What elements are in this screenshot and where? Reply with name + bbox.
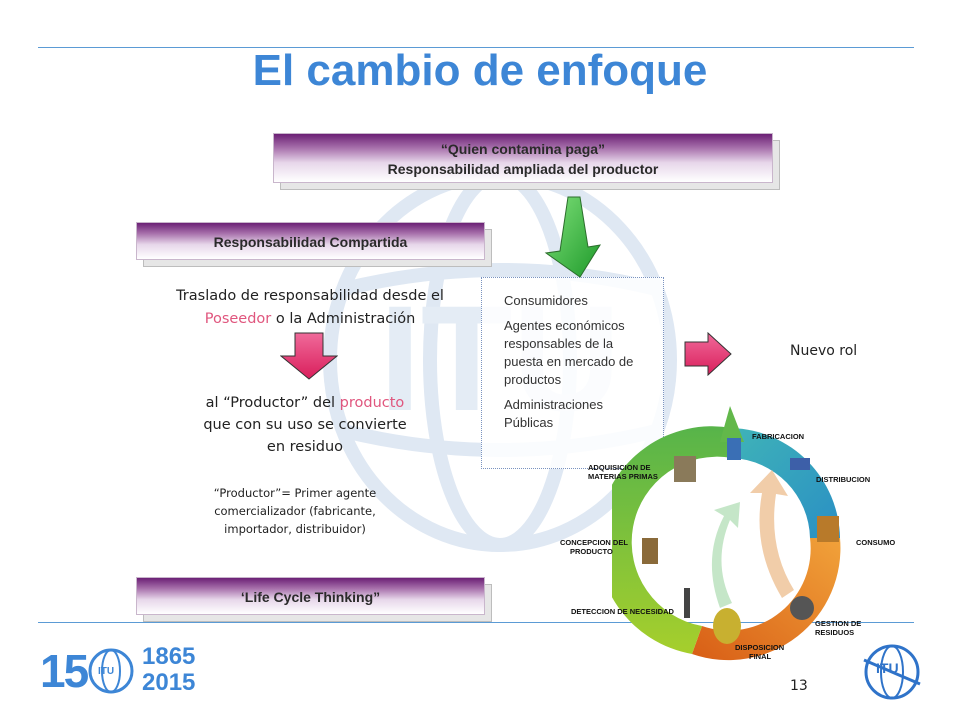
label-gestion-residuos: GESTION DE RESIDUOS — [815, 619, 861, 637]
right-arrow-pink — [684, 332, 732, 376]
top-rule — [38, 47, 914, 48]
label-disposicion-final: DISPOSICION FINAL — [735, 643, 784, 661]
itu-corner-text: ITU — [876, 660, 899, 676]
year-2015: 2015 — [142, 669, 196, 696]
transfer-line2-rest: o la Administración — [271, 311, 416, 327]
poseedor-word: Poseedor — [204, 311, 272, 327]
transfer-text: Traslado de responsabilidad desde el Pos… — [150, 285, 470, 331]
banner-life-cycle-label: ‘Life Cycle Thinking” — [240, 589, 381, 605]
label-gestion-line2: RESIDUOS — [815, 628, 855, 637]
actor-consumers: Consumidores — [504, 293, 588, 308]
new-role-label: Nuevo rol — [790, 343, 858, 359]
bottom-rule — [38, 622, 914, 623]
banner-polluter-pays-line1: “Quien contamina paga” — [440, 141, 606, 157]
label-gestion-line1: GESTION DE — [815, 619, 862, 628]
label-disposicion-line2: FINAL — [749, 652, 772, 661]
definition-line3: importador, distribuidor) — [224, 522, 366, 536]
transfer-line1: Traslado de responsabilidad desde el — [176, 288, 444, 304]
label-concepcion: CONCEPCION DEL PRODUCTO — [560, 538, 628, 556]
banner-life-cycle: ‘Life Cycle Thinking” — [136, 577, 492, 622]
actor-economic-agents: Agentes económicos responsables de la pu… — [504, 318, 634, 387]
producer-line2: que con su uso se convierte — [203, 417, 407, 433]
itu-globe-icon — [88, 648, 134, 694]
producer-text: al “Productor” del producto que con su u… — [160, 392, 450, 458]
label-disposicion-line1: DISPOSICION — [735, 643, 785, 652]
definition-line1: “Productor”= Primer agente — [213, 486, 377, 500]
producer-line1: al “Productor” del producto — [160, 392, 450, 414]
label-concepcion-line2: PRODUCTO — [570, 547, 613, 556]
label-concepcion-line1: CONCEPCION DEL — [560, 538, 628, 547]
label-fabricacion: FABRICACION — [752, 432, 805, 441]
label-deteccion: DETECCION DE NECESIDAD — [571, 607, 674, 616]
producer-definition: “Productor”= Primer agente comercializad… — [170, 484, 420, 538]
label-distribucion: DISTRIBUCION — [816, 475, 871, 484]
anniversary-number: 15 — [40, 645, 89, 697]
label-adquisicion-line2: MATERIAS PRIMAS — [588, 472, 658, 481]
itu-corner-logo — [863, 644, 921, 700]
slide-title: El cambio de enfoque — [252, 46, 708, 95]
anniversary-logo: 15 ITU 1865 2015 — [40, 642, 220, 702]
label-adquisicion: ADQUISICION DE MATERIAS PRIMAS — [588, 463, 658, 481]
year-1865: 1865 — [142, 643, 196, 670]
label-consumo: CONSUMO — [856, 538, 896, 547]
page-number: 13 — [790, 678, 808, 694]
green-down-arrow — [544, 196, 602, 278]
itu-badge-small: ITU — [98, 666, 115, 677]
producer-line3: en residuo — [266, 439, 344, 455]
producto-word: producto — [339, 395, 405, 411]
banner-polluter-pays-line2: Responsabilidad ampliada del productor — [387, 161, 659, 177]
transfer-line2: Poseedor o la Administración — [150, 308, 470, 331]
actor-public-admin: Administraciones Públicas — [504, 397, 603, 430]
definition-line2: comercializador (fabricante, — [214, 504, 376, 518]
banner-shared-responsibility: Responsabilidad Compartida — [136, 222, 492, 267]
actors-box: Consumidores Agentes económicos responsa… — [481, 277, 664, 469]
life-cycle-diagram — [612, 406, 841, 661]
banner-shared-label: Responsabilidad Compartida — [213, 234, 408, 250]
down-arrow-pink — [280, 332, 338, 380]
producer-line1-start: al “Productor” del — [205, 395, 340, 411]
banner-polluter-pays: “Quien contamina paga” Responsabilidad a… — [273, 133, 780, 190]
label-adquisicion-line1: ADQUISICION DE — [588, 463, 651, 472]
